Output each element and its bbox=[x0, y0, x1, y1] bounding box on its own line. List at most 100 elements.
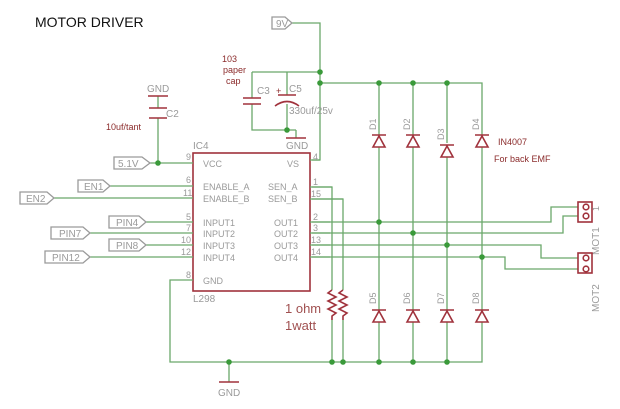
schematic-title: MOTOR DRIVER bbox=[35, 14, 144, 30]
svg-text:PIN7: PIN7 bbox=[59, 229, 82, 240]
svg-text:14: 14 bbox=[311, 247, 321, 257]
svg-text:PIN4: PIN4 bbox=[116, 218, 139, 229]
svg-text:D6: D6 bbox=[402, 292, 412, 304]
svg-text:2: 2 bbox=[313, 212, 318, 222]
svg-text:VS: VS bbox=[287, 159, 299, 169]
diode-d7: D7 bbox=[436, 292, 455, 323]
net-label-en1: EN1 bbox=[77, 179, 111, 193]
svg-text:SEN_B: SEN_B bbox=[268, 194, 298, 204]
ic-part: L298 bbox=[193, 294, 216, 305]
diode-d4: D4 bbox=[471, 118, 490, 148]
svg-text:D5: D5 bbox=[368, 292, 378, 304]
svg-text:D3: D3 bbox=[436, 128, 446, 140]
svg-text:12: 12 bbox=[181, 247, 191, 257]
svg-text:INPUT2: INPUT2 bbox=[203, 229, 235, 239]
wire-c3-bottom bbox=[251, 104, 296, 131]
svg-text:+: + bbox=[276, 86, 281, 96]
net-label-en2: EN2 bbox=[19, 191, 55, 205]
svg-text:C2: C2 bbox=[166, 109, 179, 120]
capacitor-c5: + C5 330uf/25v bbox=[274, 84, 333, 117]
svg-text:SEN_A: SEN_A bbox=[268, 182, 298, 192]
net-label-5v1: 5.1V bbox=[113, 156, 152, 170]
diode-d5: D5 bbox=[368, 292, 387, 323]
svg-text:13: 13 bbox=[311, 235, 321, 245]
gnd-symbol-c3c5: GND bbox=[286, 137, 308, 152]
svg-text:MOT1: MOT1 bbox=[591, 227, 602, 255]
diode-part-note: IN4007 bbox=[498, 137, 527, 147]
gnd-symbol-c2: GND bbox=[147, 84, 169, 97]
svg-text:10uf/tant: 10uf/tant bbox=[106, 122, 142, 132]
net-label-pin8: PIN8 bbox=[108, 238, 147, 252]
svg-text:9: 9 bbox=[186, 152, 191, 162]
diode-d1: D1 bbox=[368, 118, 387, 148]
svg-text:330uf/25v: 330uf/25v bbox=[289, 106, 333, 117]
svg-text:paper: paper bbox=[223, 65, 246, 75]
net-label-9v: 9V bbox=[271, 16, 293, 30]
svg-text:10: 10 bbox=[181, 235, 191, 245]
ic-l298: IC4 L298 9 6 11 5 7 10 12 8 VCC ENABLE_A… bbox=[178, 141, 343, 305]
connector-mot2: MOT2 bbox=[577, 252, 602, 312]
svg-text:GND: GND bbox=[286, 141, 308, 152]
svg-text:1: 1 bbox=[313, 177, 318, 187]
capacitor-c2: C2 10uf/tant bbox=[106, 107, 179, 132]
svg-text:VCC: VCC bbox=[203, 159, 223, 169]
svg-text:3: 3 bbox=[313, 223, 318, 233]
svg-text:EN1: EN1 bbox=[84, 182, 104, 193]
net-label-pin7: PIN7 bbox=[50, 226, 91, 240]
junctions bbox=[155, 69, 485, 365]
ic-ref: IC4 bbox=[193, 141, 209, 152]
svg-text:5.1V: 5.1V bbox=[118, 159, 139, 170]
wire-diode-top-rail bbox=[320, 82, 483, 135]
diode-d6: D6 bbox=[402, 292, 421, 323]
diode-d8: D8 bbox=[471, 292, 490, 323]
svg-text:ENABLE_A: ENABLE_A bbox=[203, 182, 250, 192]
gnd-symbol-bottom: GND bbox=[218, 381, 240, 399]
svg-text:PIN12: PIN12 bbox=[52, 253, 80, 264]
svg-text:11: 11 bbox=[183, 188, 192, 198]
svg-text:OUT2: OUT2 bbox=[274, 229, 298, 239]
svg-text:D8: D8 bbox=[471, 292, 481, 304]
svg-text:OUT1: OUT1 bbox=[274, 218, 298, 228]
svg-text:GND: GND bbox=[218, 388, 240, 399]
svg-text:cap: cap bbox=[226, 76, 241, 86]
svg-text:1: 1 bbox=[591, 206, 601, 211]
svg-text:GND: GND bbox=[147, 84, 169, 95]
resistor-value: 1 ohm bbox=[285, 301, 321, 316]
svg-text:4: 4 bbox=[313, 152, 318, 162]
diodes-top: D1 D2 D3 D4 IN4007 For back EMF bbox=[368, 118, 551, 164]
svg-text:INPUT3: INPUT3 bbox=[203, 241, 235, 251]
net-label-pin4: PIN4 bbox=[108, 215, 147, 229]
diode-d3: D3 bbox=[436, 128, 455, 158]
svg-text:OUT4: OUT4 bbox=[274, 253, 298, 263]
svg-text:6: 6 bbox=[186, 175, 191, 185]
svg-text:OUT3: OUT3 bbox=[274, 241, 298, 251]
svg-text:7: 7 bbox=[186, 223, 191, 233]
svg-text:ENABLE_B: ENABLE_B bbox=[203, 194, 250, 204]
svg-text:15: 15 bbox=[311, 189, 321, 199]
svg-text:D2: D2 bbox=[402, 118, 412, 130]
svg-text:INPUT1: INPUT1 bbox=[203, 218, 235, 228]
svg-text:D7: D7 bbox=[436, 292, 446, 304]
svg-text:103: 103 bbox=[222, 54, 237, 64]
connector-mot1: 1 MOT1 bbox=[577, 201, 602, 255]
diode-d2: D2 bbox=[402, 118, 421, 148]
capacitor-c3: C3 103 paper cap bbox=[222, 54, 270, 105]
svg-text:D4: D4 bbox=[471, 118, 481, 130]
resistor-power: 1watt bbox=[285, 318, 316, 333]
svg-text:D1: D1 bbox=[368, 118, 378, 130]
svg-text:C3: C3 bbox=[257, 86, 270, 97]
svg-text:C5: C5 bbox=[289, 84, 302, 95]
svg-text:PIN8: PIN8 bbox=[116, 241, 139, 252]
svg-text:8: 8 bbox=[186, 270, 191, 280]
svg-text:9V: 9V bbox=[276, 19, 289, 30]
svg-text:EN2: EN2 bbox=[26, 194, 46, 205]
diodes-bottom: D5 D6 D7 D8 bbox=[368, 292, 490, 323]
svg-text:GND: GND bbox=[203, 276, 224, 286]
net-label-pin12: PIN12 bbox=[44, 250, 91, 264]
resistors-sense: 1 ohm 1watt bbox=[285, 289, 349, 333]
svg-text:5: 5 bbox=[186, 212, 191, 222]
svg-text:INPUT4: INPUT4 bbox=[203, 253, 235, 263]
wires bbox=[54, 22, 578, 382]
svg-text:MOT2: MOT2 bbox=[591, 284, 602, 312]
